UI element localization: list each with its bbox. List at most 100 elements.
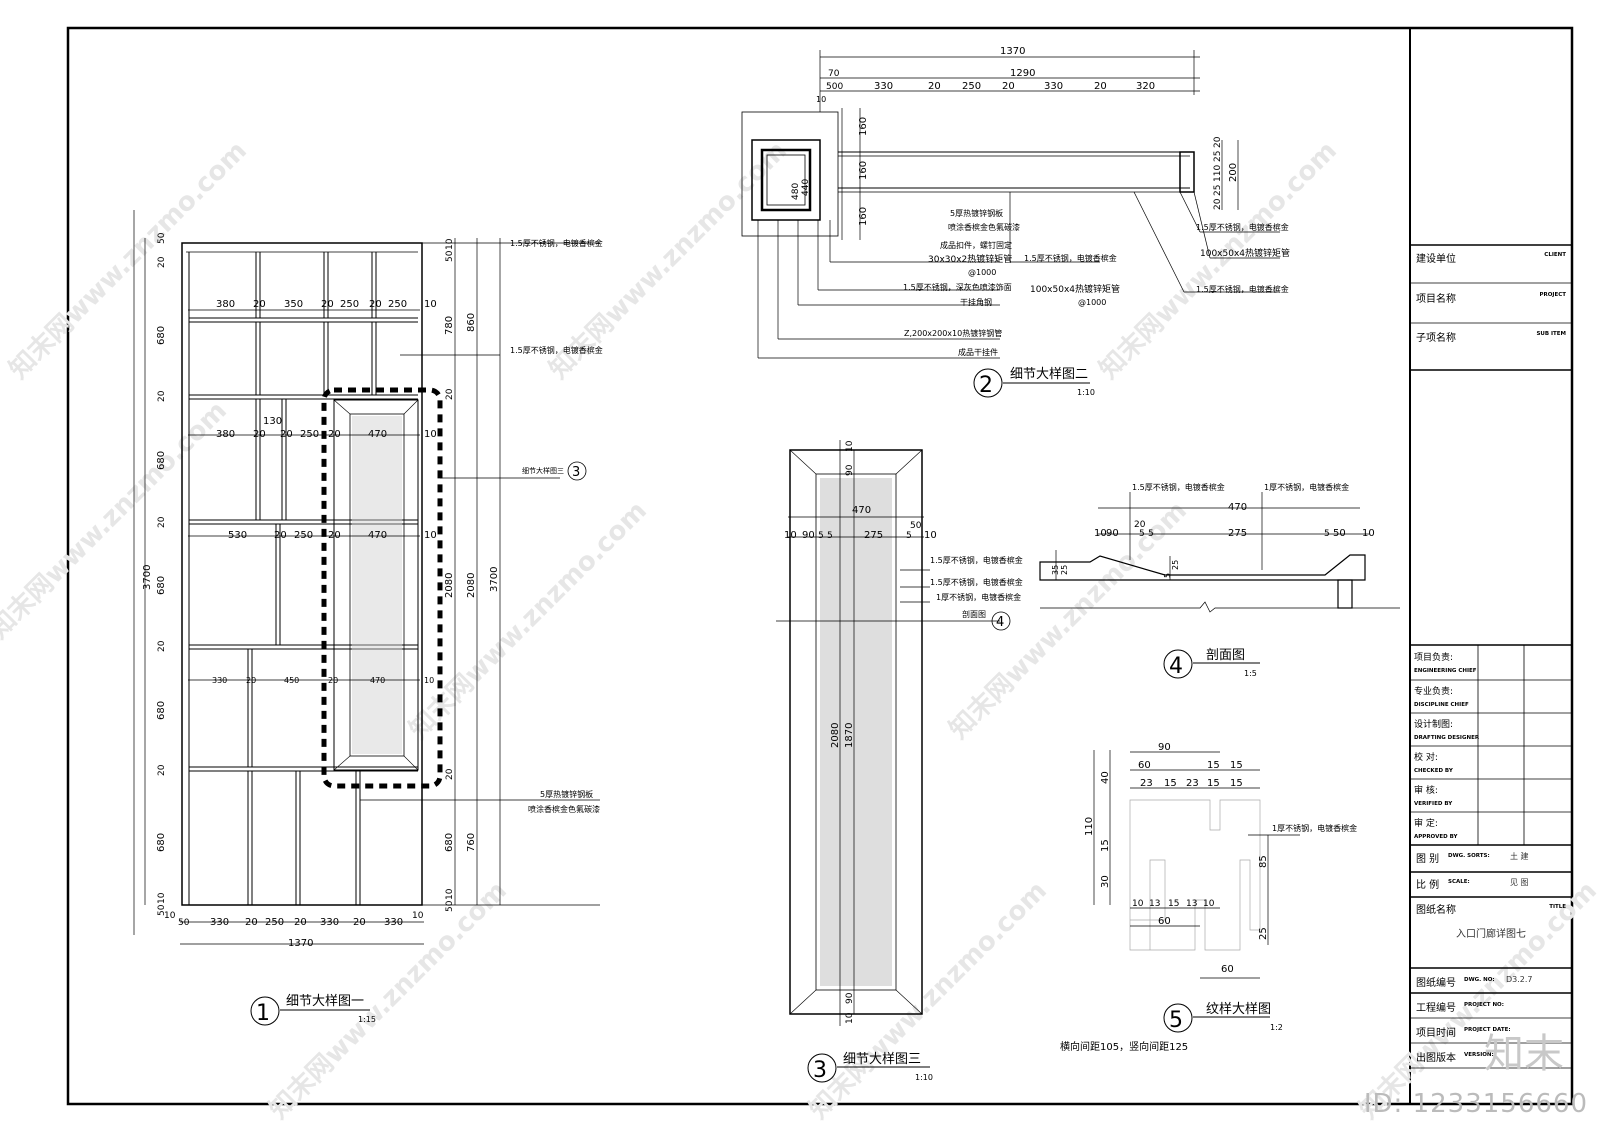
- dim-text: 23: [1186, 778, 1199, 789]
- dim-text: 15: [1230, 760, 1243, 771]
- dim-text: 15: [1168, 899, 1179, 909]
- title-label-en: TITLE: [1549, 904, 1566, 910]
- drawing-number-circle: [1163, 649, 1193, 679]
- callout-label: 100x50x4热镀锌矩管: [1200, 247, 1290, 259]
- project-no-label-en: PROJECT NO:: [1464, 1002, 1504, 1008]
- dim-text: 10: [424, 676, 434, 685]
- callout-label: 1厚不锈钢，电镀香槟金: [1264, 482, 1349, 492]
- dim-text: 10: [1132, 899, 1144, 909]
- dim-text: 330: [210, 917, 229, 928]
- dim-total: 1370: [288, 938, 313, 949]
- version-label-en: VERSION:: [1464, 1052, 1494, 1058]
- callout-label: 1厚不锈钢，电镀香槟金: [936, 592, 1021, 602]
- dim-text: 250: [265, 917, 284, 928]
- drawing-scale: 1:5: [1244, 669, 1257, 678]
- callout-label: 成品扣件，螺钉固定: [940, 240, 1012, 250]
- scale-label: 比 例: [1416, 880, 1440, 891]
- callout-label: 细节大样图三: [522, 466, 564, 475]
- dim-text: 35: [1051, 565, 1060, 575]
- drawing-number-circle: [807, 1053, 837, 1083]
- drawing-number: 5: [1169, 1008, 1183, 1033]
- dim-text: 15: [1207, 778, 1220, 789]
- dim-text: 330: [874, 81, 893, 92]
- role-label-en: VERIFIED BY: [1414, 801, 1453, 807]
- dim-text: 330: [384, 917, 403, 928]
- dim-text: 380: [216, 429, 235, 440]
- dim-text: 40: [1100, 771, 1111, 784]
- callout-label: 1.5厚不锈钢，电镀香槟金: [930, 555, 1023, 565]
- dim-text: 20: [253, 299, 266, 310]
- dim-text: 90: [802, 530, 815, 541]
- drawing-number: 2: [979, 373, 993, 398]
- dim-text: 10: [1094, 528, 1107, 539]
- drawing-number: 3: [813, 1058, 827, 1083]
- dim-total: 470: [1228, 502, 1247, 513]
- detail-drawing-1: [133, 210, 600, 945]
- sort-label-en: DWG. SORTS:: [1448, 853, 1490, 859]
- watermark-logo: 知末: [1484, 1031, 1564, 1077]
- pattern-motif: [1129, 799, 1261, 951]
- drawing-number-circle: [973, 368, 1003, 398]
- dim-text: 530: [228, 530, 247, 541]
- detail-drawing-2: [741, 50, 1280, 359]
- dim-text: 680: [444, 833, 455, 852]
- dim-text: 90: [845, 464, 855, 476]
- dim-text: 85: [1258, 855, 1269, 868]
- dim-lines-3: [776, 440, 1000, 1026]
- column-section: [751, 139, 821, 221]
- dim-text: 20: [274, 530, 287, 541]
- drawing-name: 入口门廊详图七: [1456, 929, 1526, 940]
- dim-text: 20: [280, 429, 293, 440]
- dim-text: 15: [1100, 839, 1111, 852]
- dim-text: 50: [157, 904, 167, 916]
- lattice-fill: [820, 478, 892, 986]
- role-label-en: DISCIPLINE CHIEF: [1414, 702, 1469, 708]
- drawing-scale: 1:15: [358, 1015, 376, 1024]
- dim-total: 1370: [1000, 46, 1025, 57]
- dim-text: 250: [340, 299, 359, 310]
- dim-text: 20: [353, 917, 366, 928]
- dim-text: 2080: [444, 573, 455, 598]
- role-label: 审 定:: [1414, 819, 1438, 829]
- dim-lines-1: [133, 210, 600, 945]
- dim-text: 250: [388, 299, 407, 310]
- project-date-label: 项目时间: [1416, 1028, 1456, 1039]
- dim-lines-5: [1093, 750, 1300, 979]
- dim-text: 440: [801, 179, 811, 196]
- callout-label: 剖面图: [962, 609, 986, 619]
- callout-label: 1.5厚不锈钢，深灰色喷漆饰面: [903, 282, 1012, 292]
- dim-text: 10: [445, 238, 455, 250]
- dim-text: 20: [928, 81, 941, 92]
- callout-label: 喷涂香槟金色氟碳漆: [528, 804, 600, 814]
- dim-text: 13: [1149, 899, 1160, 909]
- callout-ref-circle: [567, 461, 587, 481]
- dim-text: 760: [466, 833, 477, 852]
- callout-label: 1.5厚不锈钢，电镀香槟金: [510, 238, 603, 248]
- dim-text: 25: [1060, 565, 1069, 575]
- dim-text: 2080: [466, 573, 477, 598]
- detail-callout-box: [321, 387, 443, 789]
- detail-drawing-5: [1093, 750, 1300, 979]
- dim-text: 380: [216, 299, 235, 310]
- dim-text: 10: [157, 892, 167, 904]
- dim-total: 470: [852, 505, 871, 516]
- sheet-border: [66, 26, 1574, 1106]
- dim-text: 60: [1138, 760, 1151, 771]
- watermark-text: 知末网www.znzmo.com: [944, 496, 1193, 745]
- detail-drawing-3: [776, 440, 1000, 1026]
- panel-outline: [181, 242, 423, 906]
- dim-text: 90: [845, 992, 855, 1004]
- drawing-number: 4: [1169, 654, 1183, 679]
- cladding-left: [741, 111, 839, 237]
- client-label-en: CLIENT: [1544, 252, 1566, 258]
- detail-drawing-4-text: 1.5厚不锈钢，电镀香槟金 1厚不锈钢，电镀香槟金 470 10 90 20 5…: [1051, 482, 1375, 679]
- client-label: 建设单位: [1416, 254, 1456, 265]
- drawing-title: 细节大样图三: [843, 1052, 921, 1067]
- callout-label: 1.5厚不锈钢，电镀香槟金: [510, 345, 603, 355]
- dim-text: 10: [816, 95, 826, 104]
- callout-label: Z,200x200x10热镀锌钢管: [904, 328, 1002, 338]
- project-label-en: PROJECT: [1539, 292, 1566, 298]
- column-section-inner: [760, 148, 812, 212]
- role-label: 项目负责:: [1414, 653, 1454, 663]
- dwg-no-label: 图纸编号: [1416, 978, 1456, 989]
